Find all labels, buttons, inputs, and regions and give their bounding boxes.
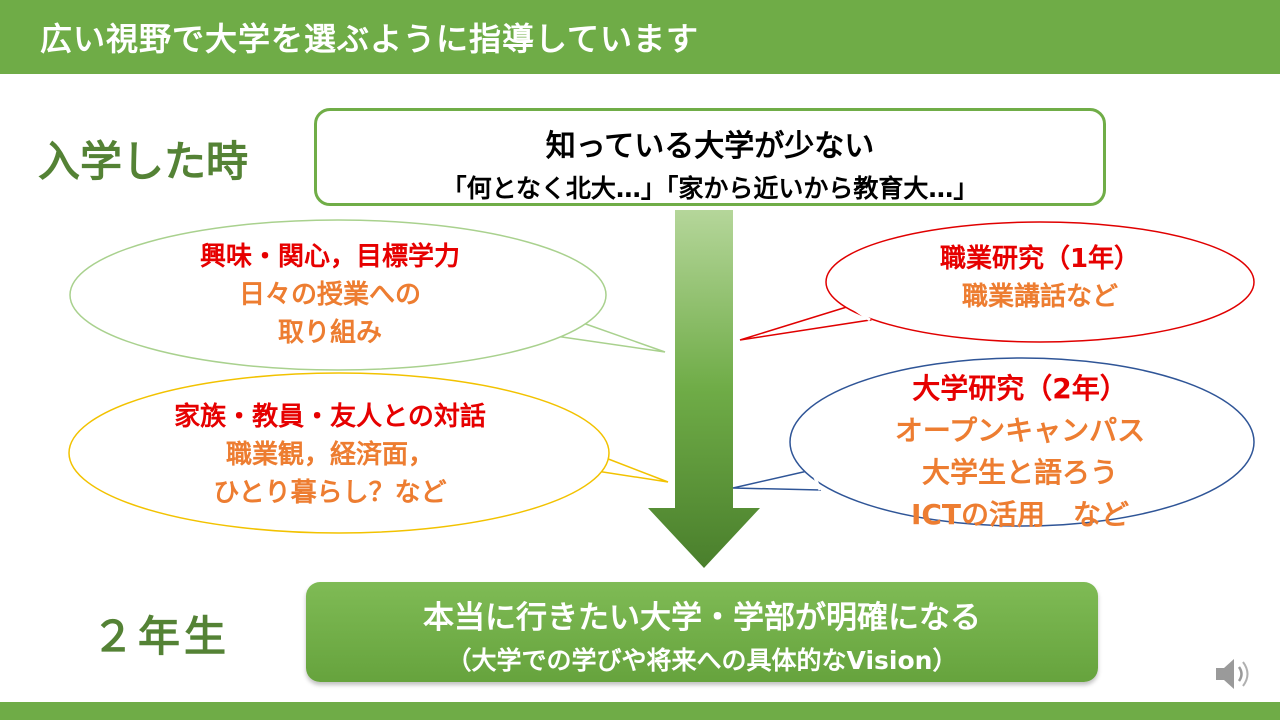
down-arrow xyxy=(648,210,760,568)
label-year2: ２年生 xyxy=(92,612,231,661)
bubble-interest-title: 興味・関心，目標学力 xyxy=(199,242,460,272)
bubble-univ-line2: 大学生と語ろう xyxy=(921,456,1118,489)
header-bar: 広い視野で大学を選ぶように指導しています xyxy=(0,0,1280,74)
top-box-line1: 知っている大学が少ない xyxy=(545,129,875,164)
bubble-univ-line1: オープンキャンパス xyxy=(894,414,1146,447)
bubble-family-text: 家族・教員・友人との対話 職業観，経済面， ひとり暮らし？など xyxy=(100,398,560,512)
slide-title: 広い視野で大学を選ぶように指導しています xyxy=(40,20,700,58)
bubble-family-title: 家族・教員・友人との対話 xyxy=(174,402,486,432)
bubble-interest-text: 興味・関心，目標学力 日々の授業への 取り組み xyxy=(100,238,560,352)
bubble-univ-title: 大学研究（2年） xyxy=(912,372,1128,405)
bubble-job-line1: 職業講話など xyxy=(961,282,1118,312)
bubble-job-text: 職業研究（1年） 職業講話など xyxy=(850,240,1230,316)
top-box-known-universities: 知っている大学が少ない 「何となく北大…」「家から近いから教育大…」 xyxy=(314,108,1106,206)
bottom-box-goal: 本当に行きたい大学・学部が明確になる （大学での学びや将来への具体的なVisio… xyxy=(306,582,1098,682)
speaker-icon[interactable] xyxy=(1212,654,1256,698)
footer-bar xyxy=(0,702,1280,720)
bubble-univ-line3: ICTの活用 など xyxy=(910,498,1130,531)
bottom-box-line1: 本当に行きたい大学・学部が明確になる xyxy=(423,600,981,636)
bottom-box-line2: （大学での学びや将来への具体的なVision） xyxy=(446,646,958,675)
bubble-job-title: 職業研究（1年） xyxy=(939,244,1141,274)
top-box-line2: 「何となく北大…」「家から近いから教育大…」 xyxy=(441,174,979,203)
bubble-interest-line2: 取り組み xyxy=(277,318,382,348)
bubble-family-line1: 職業観，経済面， xyxy=(225,440,434,470)
bubble-univ-text: 大学研究（2年） オープンキャンパス 大学生と語ろう ICTの活用 など xyxy=(820,368,1220,536)
bubble-family-line2: ひとり暮らし？など xyxy=(213,478,447,508)
label-enter: 入学した時 xyxy=(38,137,249,186)
bubble-interest-line1: 日々の授業への xyxy=(238,280,421,310)
